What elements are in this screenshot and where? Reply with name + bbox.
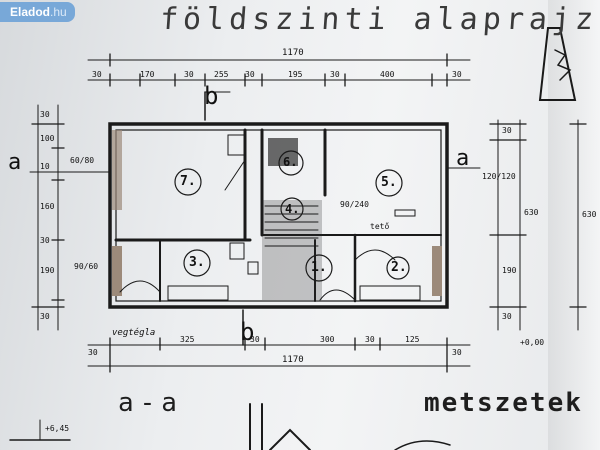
section-marker-left: a	[8, 150, 22, 175]
plan-title: földszinti alaprajz	[158, 2, 600, 37]
dim-bottom: 30	[250, 335, 260, 344]
overall-width-bottom: 1170	[282, 355, 304, 365]
room-note: tető	[370, 222, 390, 231]
dim-left: 160	[40, 202, 55, 211]
paper-fold-shadow	[548, 0, 600, 450]
site-domain-suffix: .hu	[50, 5, 67, 19]
dim-top: 30	[452, 70, 462, 79]
room-number: 6.	[283, 155, 298, 169]
dim-left: 30	[40, 312, 50, 321]
room-number: 7.	[180, 174, 196, 189]
room-number: 5.	[381, 175, 397, 190]
room-number: 4.	[285, 202, 300, 216]
dim-left: 30	[40, 236, 50, 245]
dim-bottom: 125	[405, 335, 420, 344]
dim-bottom: 325	[180, 335, 195, 344]
level-note: +0,00	[520, 338, 545, 347]
wall-material-note: vegtégla	[112, 328, 156, 338]
dim-right: 30	[502, 312, 512, 321]
dim-top: 30	[330, 70, 340, 79]
section-marker-right: a	[456, 146, 470, 171]
dim-top: 170	[140, 70, 155, 79]
section-label: a-a	[118, 388, 183, 418]
total-height: 630	[582, 210, 597, 219]
overall-width-top: 1170	[282, 48, 304, 58]
dim-left: 190	[40, 266, 55, 275]
sections-title: metszetek	[424, 388, 583, 418]
dim-right: 630	[524, 208, 539, 217]
room-number: 1.	[311, 260, 327, 275]
room-number: 2.	[391, 260, 407, 275]
section-marker-bottom: b	[240, 318, 255, 346]
dim-bottom: 30	[452, 348, 462, 357]
window-note: 120/120	[482, 172, 516, 181]
dim-top: 255	[214, 70, 229, 79]
dim-bottom: 300	[320, 335, 335, 344]
dim-bottom: 30	[88, 348, 98, 357]
section-marker-top: b	[204, 82, 219, 110]
dim-left: 10	[40, 162, 50, 171]
dim-left: 30	[40, 110, 50, 119]
site-watermark-badge[interactable]: Eladod.hu	[0, 2, 75, 22]
dim-top: 30	[245, 70, 255, 79]
dim-right: 190	[502, 266, 517, 275]
dim-top: 195	[288, 70, 303, 79]
window-note: 60/80	[70, 156, 95, 165]
site-brand-label: Eladod	[10, 5, 51, 19]
dim-bottom: 30	[365, 335, 375, 344]
dim-top: 30	[184, 70, 194, 79]
dim-right: 30	[502, 126, 512, 135]
dim-top: 30	[92, 70, 102, 79]
dim-top: 400	[380, 70, 395, 79]
window-note: 90/60	[74, 262, 99, 271]
level-note: +6,45	[45, 424, 70, 433]
dim-left: 100	[40, 134, 55, 143]
outer-wall	[108, 122, 449, 309]
door-note: 90/240	[340, 200, 369, 209]
room-number: 3.	[189, 255, 205, 270]
